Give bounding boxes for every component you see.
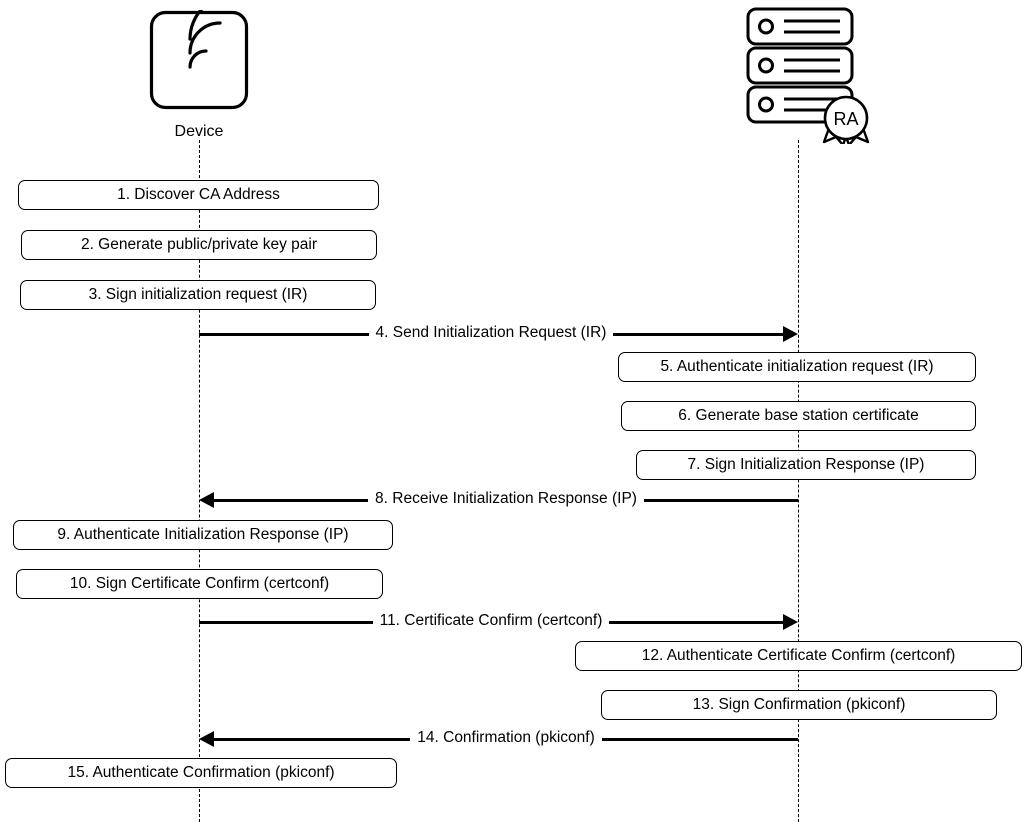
message-line xyxy=(199,620,373,624)
message-line xyxy=(214,498,369,502)
message-line xyxy=(609,620,783,624)
action-box-step-13: 13. Sign Confirmation (pkiconf) xyxy=(601,690,997,720)
message-label-step-8: 8. Receive Initialization Response (IP) xyxy=(368,490,644,508)
lifeline-device xyxy=(199,140,200,822)
arrowhead-left-icon xyxy=(199,492,214,508)
message-label-step-14: 14. Confirmation (pkiconf) xyxy=(410,729,602,747)
certificate-badge-icon: RA xyxy=(822,95,870,144)
message-line xyxy=(613,332,783,336)
message-line xyxy=(643,498,798,502)
action-box-step-9: 9. Authenticate Initialization Response … xyxy=(13,520,393,550)
action-box-step-5: 5. Authenticate initialization request (… xyxy=(618,352,976,382)
arrowhead-left-icon xyxy=(199,731,214,747)
action-box-step-10: 10. Sign Certificate Confirm (certconf) xyxy=(16,569,383,599)
message-step-4: 4. Send Initialization Request (IR) xyxy=(199,319,798,349)
action-box-step-15: 15. Authenticate Confirmation (pkiconf) xyxy=(5,758,397,788)
message-line xyxy=(199,332,369,336)
server-stack-icon: RA xyxy=(746,7,870,144)
action-box-step-1: 1. Discover CA Address xyxy=(18,180,379,210)
action-box-step-7: 7. Sign Initialization Response (IP) xyxy=(636,450,976,480)
arrowhead-right-icon xyxy=(783,614,798,630)
message-label-step-11: 11. Certificate Confirm (certconf) xyxy=(372,612,610,630)
actor-label-device: Device xyxy=(174,123,224,140)
message-step-14: 14. Confirmation (pkiconf) xyxy=(199,724,798,754)
ra-badge-label: RA xyxy=(833,109,858,129)
action-box-step-2: 2. Generate public/private key pair xyxy=(21,230,377,260)
action-box-step-6: 6. Generate base station certificate xyxy=(621,401,976,431)
message-line xyxy=(601,737,798,741)
message-step-11: 11. Certificate Confirm (certconf) xyxy=(199,607,798,637)
message-line xyxy=(214,737,411,741)
arrowhead-right-icon xyxy=(783,326,798,342)
lifeline-ra xyxy=(798,140,799,822)
message-label-step-4: 4. Send Initialization Request (IR) xyxy=(368,324,614,342)
action-box-step-3: 3. Sign initialization request (IR) xyxy=(20,280,376,310)
message-step-8: 8. Receive Initialization Response (IP) xyxy=(199,485,798,515)
wireless-device-icon xyxy=(149,10,249,110)
action-box-step-12: 12. Authenticate Certificate Confirm (ce… xyxy=(575,641,1022,671)
